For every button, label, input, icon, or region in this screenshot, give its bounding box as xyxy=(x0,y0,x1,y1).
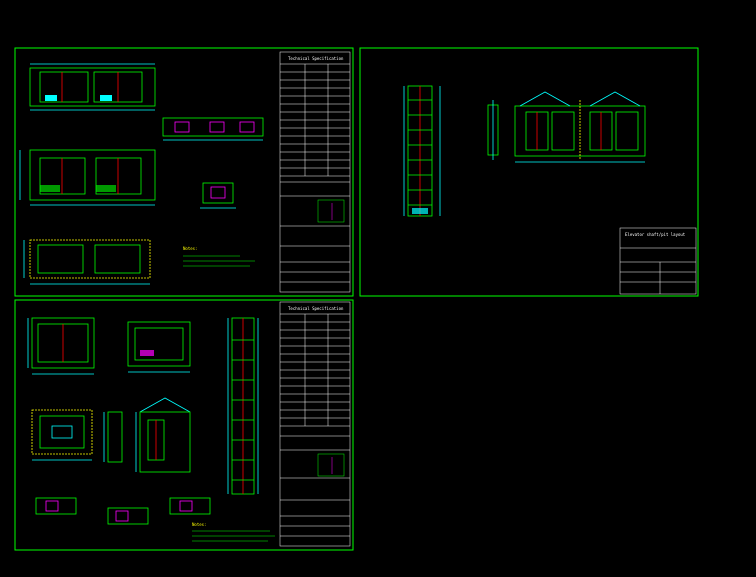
sheet-2: Elevator shaft/pit layout xyxy=(359,47,699,297)
sheet-1-notes: Notes: xyxy=(183,246,255,267)
sheet-3: Notes: Technical Specification xyxy=(14,299,354,551)
sheet-3-notes-label: Notes: xyxy=(192,522,206,527)
sheet-1-border xyxy=(14,47,354,297)
sheet-3-table-header: Technical Specification xyxy=(288,306,344,311)
sheet-2-title-block: Elevator shaft/pit layout xyxy=(619,227,697,295)
sheet-1-section-small xyxy=(162,117,264,141)
sheet-3-side-section xyxy=(103,411,123,463)
sheet-1-plan-view-middle xyxy=(19,149,156,206)
sheet-3-title-block: Technical Specification xyxy=(279,301,351,547)
sheet-3-plan-view-2 xyxy=(127,321,191,373)
sheet-1: Notes: Technical Specification xyxy=(14,47,354,297)
sheet-2-shaft-elevation xyxy=(403,85,441,217)
sheet-3-plan-view xyxy=(27,317,95,375)
sheet-1-notes-label: Notes: xyxy=(183,246,197,251)
sheet-1-title-block: Technical Specification xyxy=(279,51,351,293)
sheet-2-front-elevation xyxy=(514,91,646,163)
sheet-3-border xyxy=(14,299,354,551)
sheet-3-small-sections xyxy=(35,497,211,525)
sheet-3-notes: Notes: xyxy=(192,522,275,542)
sheet-2-border xyxy=(359,47,699,297)
sheet-1-pit-plan xyxy=(23,239,151,285)
sheet-1-table-header: Technical Specification xyxy=(288,56,344,61)
sheet-3-front-elevation xyxy=(135,397,191,473)
sheet-1-plan-view-top xyxy=(29,63,156,111)
sheet-2-project-title: Elevator shaft/pit layout xyxy=(625,232,686,237)
sheet-3-shaft-elevation xyxy=(227,317,259,495)
sheet-1-detail-box xyxy=(200,182,236,209)
sheet-2-side-section xyxy=(487,100,499,160)
sheet-3-pit-plan xyxy=(31,409,93,461)
